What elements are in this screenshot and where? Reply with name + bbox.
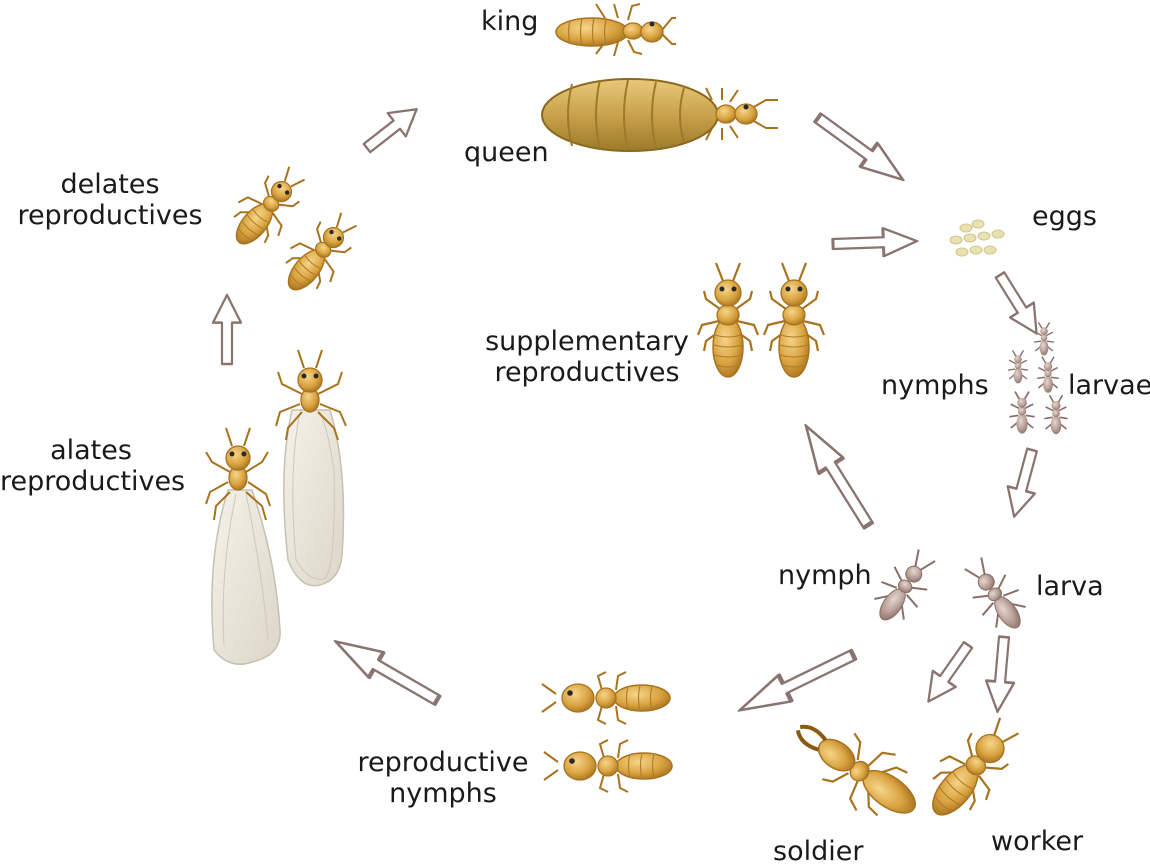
label-reproductive-nymphs-line1: reproductive [357,747,529,778]
arrow-supplementary-to-eggs [830,225,919,260]
label-king: king [481,6,539,37]
arrow-delates-to-king [356,96,427,161]
arrow-nymph-to-reproductive-nymphs [733,642,859,724]
king-termite [555,3,676,57]
arrow-larvae-to-larva [999,445,1047,522]
arrow-nymph-to-supplementary [791,416,883,535]
eggs-cluster [949,219,1005,257]
nymph-termite [874,549,936,621]
label-supplementary-line2: reproductives [494,357,680,388]
label-nymphs: nymphs [881,370,989,401]
label-delates-line1: delates [60,169,160,200]
delates-reproductives-termites [233,166,357,291]
label-alates-line1: alates [50,435,132,466]
label-larvae: larvae [1068,370,1150,401]
label-nymph: nymph [778,560,872,591]
label-alates-reproductives: alates reproductives [0,435,186,497]
arrow-queen-to-eggs [807,104,914,194]
label-supplementary-line1: supplementary [485,326,689,357]
label-supplementary-reproductives: supplementary reproductives [484,326,690,388]
label-worker: worker [991,826,1084,857]
label-alates-line2: reproductives [0,466,186,497]
arrow-eggs-to-larvae [986,266,1050,343]
label-queen: queen [464,137,549,168]
soldier-termite [795,724,916,817]
alates-reproductives-termites [205,349,347,665]
larvae-cluster [1007,322,1068,435]
arrow-reproductive-nymphs-to-alates [326,626,447,715]
label-delates-line2: reproductives [17,200,203,231]
queen-termite [541,78,778,152]
worker-termite [932,717,1020,816]
arrow-larva-to-soldier [915,635,981,711]
label-reproductive-nymphs-line2: nymphs [389,778,497,809]
label-soldier: soldier [773,836,864,867]
supplementary-reproductives-termites [696,262,826,378]
label-eggs: eggs [1032,201,1097,232]
label-reproductive-nymphs: reproductive nymphs [352,747,534,809]
arrow-alates-to-delates [211,293,243,366]
reproductive-nymphs-termites [541,671,673,793]
arrow-larva-to-worker [982,634,1020,715]
label-larva: larva [1036,571,1104,602]
larva-termite [964,557,1026,629]
label-delates-reproductives: delates reproductives [14,169,206,231]
